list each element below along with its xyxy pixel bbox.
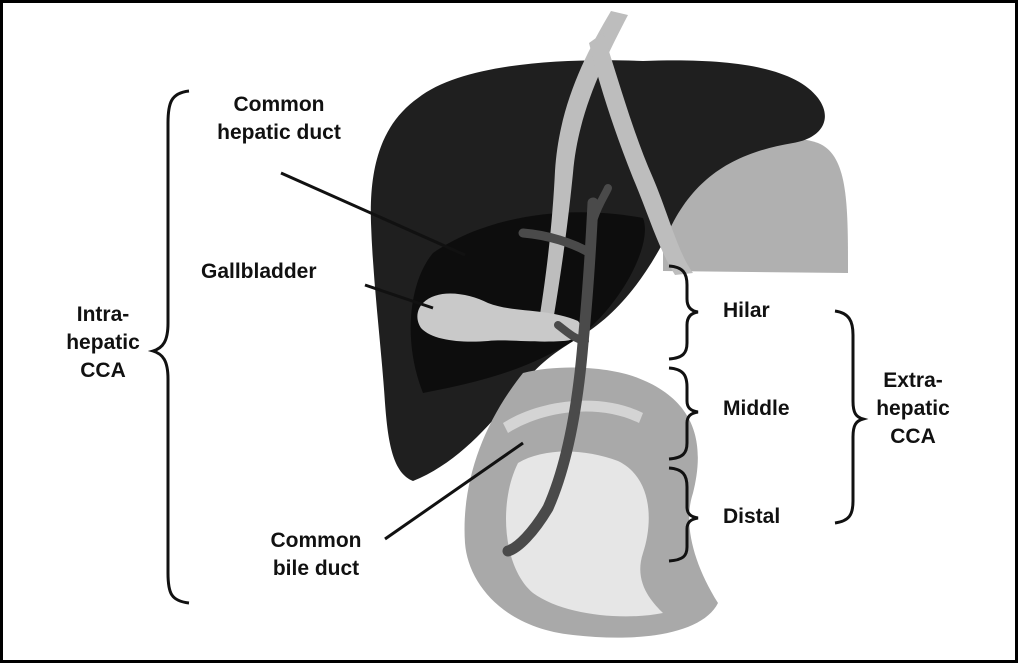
label-extrahepatic-line3: CCA [865, 423, 961, 451]
label-extrahepatic-line2: hepatic [865, 395, 961, 423]
label-gallbladder: Gallbladder [201, 258, 317, 286]
label-common-hepatic-duct: Common hepatic duct [199, 91, 359, 147]
label-extrahepatic-line1: Extra- [865, 367, 961, 395]
label-hilar: Hilar [723, 297, 770, 325]
label-intrahepatic-line1: Intra- [55, 301, 151, 329]
label-intrahepatic-cca: Intra- hepatic CCA [55, 301, 151, 385]
label-extrahepatic-cca: Extra- hepatic CCA [865, 367, 961, 451]
label-common-bile-duct: Common bile duct [251, 527, 381, 583]
hilar-brace [669, 266, 698, 359]
label-common-hepatic-duct-line2: hepatic duct [199, 119, 359, 147]
label-common-bile-duct-line1: Common [251, 527, 381, 555]
label-distal: Distal [723, 503, 780, 531]
extrahepatic-brace [835, 311, 863, 523]
label-common-bile-duct-line2: bile duct [251, 555, 381, 583]
label-middle: Middle [723, 395, 790, 423]
anatomy-illustration [3, 3, 1015, 660]
label-common-hepatic-duct-line1: Common [199, 91, 359, 119]
label-intrahepatic-line3: CCA [55, 357, 151, 385]
intrahepatic-brace [153, 91, 189, 603]
label-intrahepatic-line2: hepatic [55, 329, 151, 357]
